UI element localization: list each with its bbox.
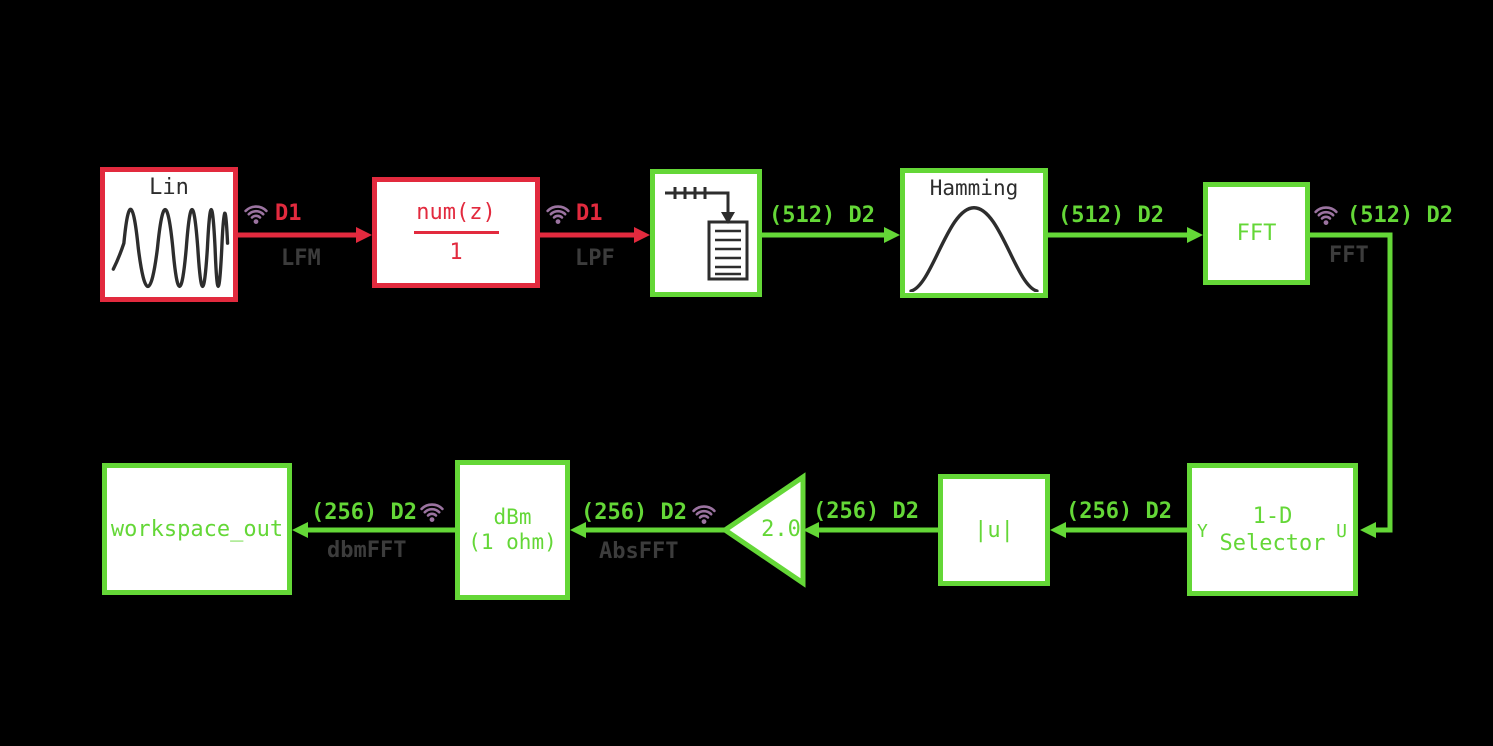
- filter-denominator: 1: [449, 240, 463, 265]
- signal-name-label[interactable]: LPF: [575, 246, 615, 271]
- dbm-label-line2: (1 ohm): [468, 530, 557, 554]
- wifi-icon: [546, 205, 570, 226]
- wire-window-to-fft[interactable]: [1048, 227, 1203, 243]
- chirp-source-block[interactable]: Lin: [100, 167, 238, 302]
- buffer-icon: [665, 187, 749, 281]
- wire-lowpass-to-buffer[interactable]: [540, 227, 650, 243]
- dbm-block[interactable]: dBm (1 ohm): [455, 460, 570, 600]
- selector-port-u: U: [1336, 521, 1347, 542]
- lowpass-filter-block[interactable]: num(z) 1: [372, 177, 540, 288]
- wire-selector-to-magnitude[interactable]: [1050, 522, 1187, 538]
- fft-block-label: FFT: [1236, 221, 1277, 246]
- signal-name-label[interactable]: AbsFFT: [599, 539, 679, 564]
- wifi-icon: [420, 503, 444, 524]
- signal-name-label[interactable]: FFT: [1329, 243, 1369, 268]
- selector-port-y: Y: [1197, 521, 1208, 542]
- signal-dims-label: (512) D2: [1347, 203, 1453, 228]
- wire-chirp-to-lowpass[interactable]: [238, 227, 372, 243]
- workspace-out-block[interactable]: workspace_out: [102, 463, 292, 595]
- window-block-label: Hamming: [929, 176, 1019, 200]
- wire-fft-to-selector[interactable]: [1310, 232, 1393, 538]
- signal-dims-label: (256) D2: [581, 500, 687, 525]
- fft-block[interactable]: FFT: [1203, 182, 1310, 285]
- magnitude-block[interactable]: |u|: [938, 474, 1050, 586]
- wire-dbm-to-workspace[interactable]: [292, 522, 455, 538]
- wire-buffer-to-window[interactable]: [762, 227, 900, 243]
- wire-gain-to-dbm[interactable]: [570, 522, 725, 538]
- signal-name-label[interactable]: LFM: [281, 246, 321, 271]
- wifi-icon: [244, 205, 268, 226]
- magnitude-block-label: |u|: [974, 517, 1014, 543]
- dbm-label-line1: dBm: [493, 505, 532, 529]
- signal-name-label[interactable]: dbmFFT: [327, 538, 407, 563]
- workspace-block-label: workspace_out: [110, 516, 284, 542]
- wifi-icon: [692, 505, 716, 526]
- signal-dims-label: (256) D2: [813, 499, 919, 524]
- selector-label-line2: Selector: [1219, 530, 1326, 556]
- wifi-icon: [1314, 206, 1338, 227]
- hamming-window-curve-icon: [909, 206, 1039, 292]
- selector-block[interactable]: 1-D Selector Y U: [1187, 463, 1358, 596]
- signal-dims-label: (256) D2: [311, 500, 417, 525]
- signal-dims-label: (512) D2: [769, 203, 875, 228]
- signal-dims-label: (512) D2: [1058, 203, 1164, 228]
- fraction-bar: [413, 231, 499, 234]
- chirp-block-label: Lin: [149, 175, 189, 200]
- selector-label-line1: 1-D: [1252, 503, 1293, 529]
- gain-value: 2.0: [761, 517, 801, 542]
- hamming-window-block[interactable]: Hamming: [900, 168, 1048, 298]
- signal-dims-label: D1: [275, 201, 302, 226]
- gain-block[interactable]: [720, 472, 806, 588]
- buffer-block[interactable]: [650, 169, 762, 297]
- signal-dims-label: D1: [576, 201, 603, 226]
- filter-numerator: num(z): [416, 200, 496, 225]
- chirp-wave-icon: [111, 207, 230, 288]
- wire-magnitude-to-gain[interactable]: [803, 522, 938, 538]
- signal-dims-label: (256) D2: [1066, 499, 1172, 524]
